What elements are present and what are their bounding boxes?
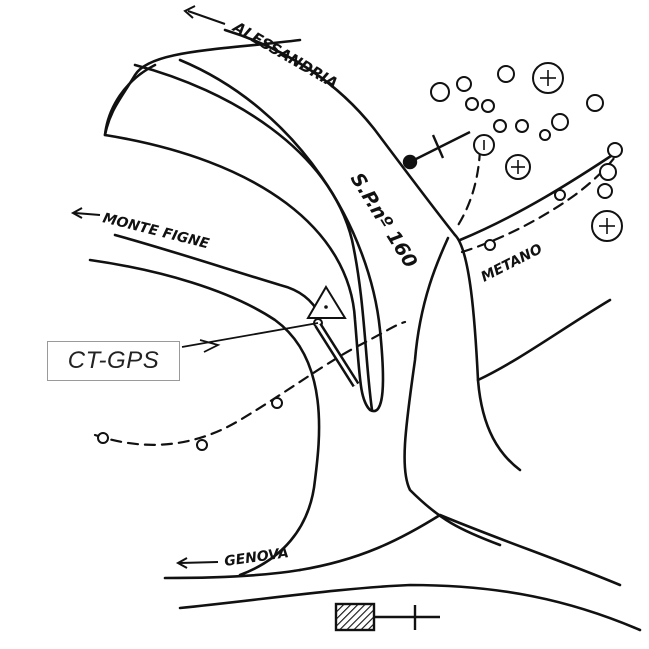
road-edge-genova-top xyxy=(163,568,302,580)
road-edge-alessandria xyxy=(223,28,457,237)
road-edge-metano-lower xyxy=(476,298,612,382)
gps-site-marker xyxy=(314,322,360,388)
arrow-icon xyxy=(70,207,101,219)
tree-marks xyxy=(483,70,615,234)
label-road-number: S.P.nº 160 xyxy=(346,169,422,272)
cross-marker-icon xyxy=(402,130,471,170)
road-edge-bottom-upper xyxy=(298,513,622,587)
tree-cluster-icon xyxy=(430,62,623,242)
road-edge-monte-figne-top xyxy=(113,233,322,317)
road-edge-inner-loop xyxy=(133,63,374,412)
road-edge-bottom-lower xyxy=(178,583,642,632)
road-edge-trunk-left xyxy=(403,236,502,547)
dashed-path-north xyxy=(453,148,482,232)
arrow-icon xyxy=(183,5,226,25)
road-edge-outer xyxy=(103,38,385,413)
road-edge-metano-upper xyxy=(458,148,622,242)
road-edge-upper-left xyxy=(103,63,157,137)
arrow-icon xyxy=(175,557,219,569)
callout-pointer xyxy=(181,322,319,353)
dashed-path-main xyxy=(93,320,407,446)
ct-gps-label: CT-GPS xyxy=(67,347,160,374)
triangle-benchmark-icon xyxy=(306,285,347,319)
hatched-building-icon xyxy=(334,602,440,632)
road-edge-monte-figne-bottom xyxy=(88,258,321,577)
label-alessandria: ALESSANDRIA xyxy=(229,17,341,92)
ct-gps-callout: CT-GPS xyxy=(47,341,180,381)
